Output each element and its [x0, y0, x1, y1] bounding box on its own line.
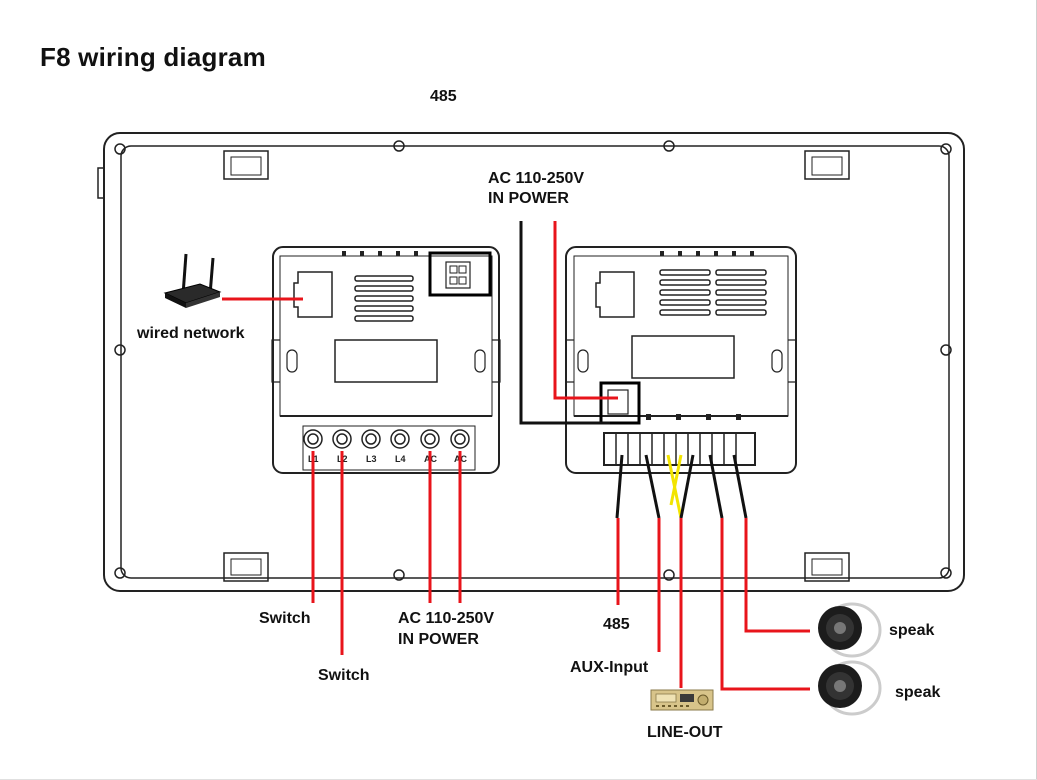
ceiling-speaker-icon-2 [818, 660, 882, 716]
terminal-label: L3 [366, 454, 377, 464]
terminal-label: L4 [395, 454, 406, 464]
housing-screws [114, 140, 952, 581]
label-485-bottom: 485 [603, 616, 630, 633]
label-ac-top-line2: IN POWER [488, 190, 569, 207]
label-switch-2: Switch [318, 667, 370, 684]
label-wired-network: wired network [136, 325, 245, 342]
label-switch-1: Switch [259, 610, 311, 627]
wire-speak1-black [732, 454, 748, 519]
wire-speak1-red [744, 518, 810, 633]
left-module [271, 246, 501, 474]
ceiling-speaker-icon-1 [818, 602, 882, 658]
amplifier-icon [650, 689, 714, 711]
wire-lineout-black [679, 454, 695, 519]
router-icon [163, 253, 222, 308]
wire-ac-top-black [519, 221, 610, 425]
wire-speak2-red [720, 518, 810, 691]
wire-aux-black [644, 454, 661, 519]
label-ac-bottom-line1: AC 110-250V [398, 610, 494, 627]
wire-485-black [615, 454, 624, 519]
wires [222, 221, 810, 691]
left-terminal-block [302, 425, 476, 471]
label-485-top: 485 [430, 88, 457, 105]
page-title: F8 wiring diagram [40, 42, 266, 72]
device-housing [97, 132, 965, 592]
label-speak-2: speak [895, 684, 940, 701]
wire-ac-top-red [553, 221, 618, 400]
label-ac-top-line1: AC 110-250V [488, 170, 584, 187]
wire-speak2-black [708, 454, 724, 519]
terminal-labels: L1 L2 L3 L4 AC AC [308, 454, 467, 464]
label-speak-1: speak [889, 622, 934, 639]
label-aux-input: AUX-Input [570, 659, 649, 676]
wire-lineout-yellow-2 [669, 454, 683, 506]
right-module [565, 246, 797, 474]
label-line-out: LINE-OUT [647, 724, 723, 741]
label-ac-bottom-line2: IN POWER [398, 631, 479, 648]
